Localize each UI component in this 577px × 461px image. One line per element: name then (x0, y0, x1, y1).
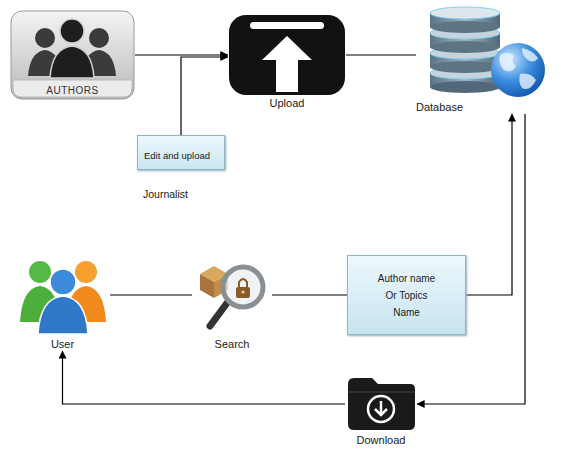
search-icon (200, 266, 263, 326)
authors-icon (11, 11, 134, 99)
icon-caption: User (15, 337, 110, 351)
database-icon (430, 7, 545, 97)
flow-arrow (466, 114, 512, 295)
flow-arrow (181, 57, 228, 135)
upload-node: Upload (228, 14, 346, 110)
box-label: Edit and upload (144, 148, 210, 163)
flow-arrow (272, 294, 347, 295)
download-node: Download (345, 375, 417, 447)
box-outline: Edit and upload (137, 135, 225, 170)
query-box: Author name Or Topics Name (347, 255, 466, 335)
user-icon (20, 261, 106, 334)
download-icon (348, 378, 415, 430)
search-node: Search (192, 255, 272, 351)
flow-arrow (346, 54, 416, 55)
icon-caption: Upload (228, 96, 346, 110)
icon-caption: Database (416, 100, 548, 114)
user-node: User (15, 255, 110, 351)
flow-arrow (110, 294, 192, 295)
icon-caption: Search (192, 337, 272, 351)
authors-tile: AUTHORS (10, 10, 135, 100)
box-label: Author name Or Topics Name (374, 270, 440, 321)
database-node: Database (416, 4, 548, 114)
icon-caption: Download (345, 433, 417, 447)
flow-arrow (63, 351, 346, 404)
flow-arrow (135, 54, 228, 55)
process-box: Edit and uploadJournalist (137, 135, 225, 201)
upload-icon (229, 15, 345, 95)
tile-label: AUTHORS (10, 82, 135, 99)
role-label: Journalist (137, 187, 225, 201)
